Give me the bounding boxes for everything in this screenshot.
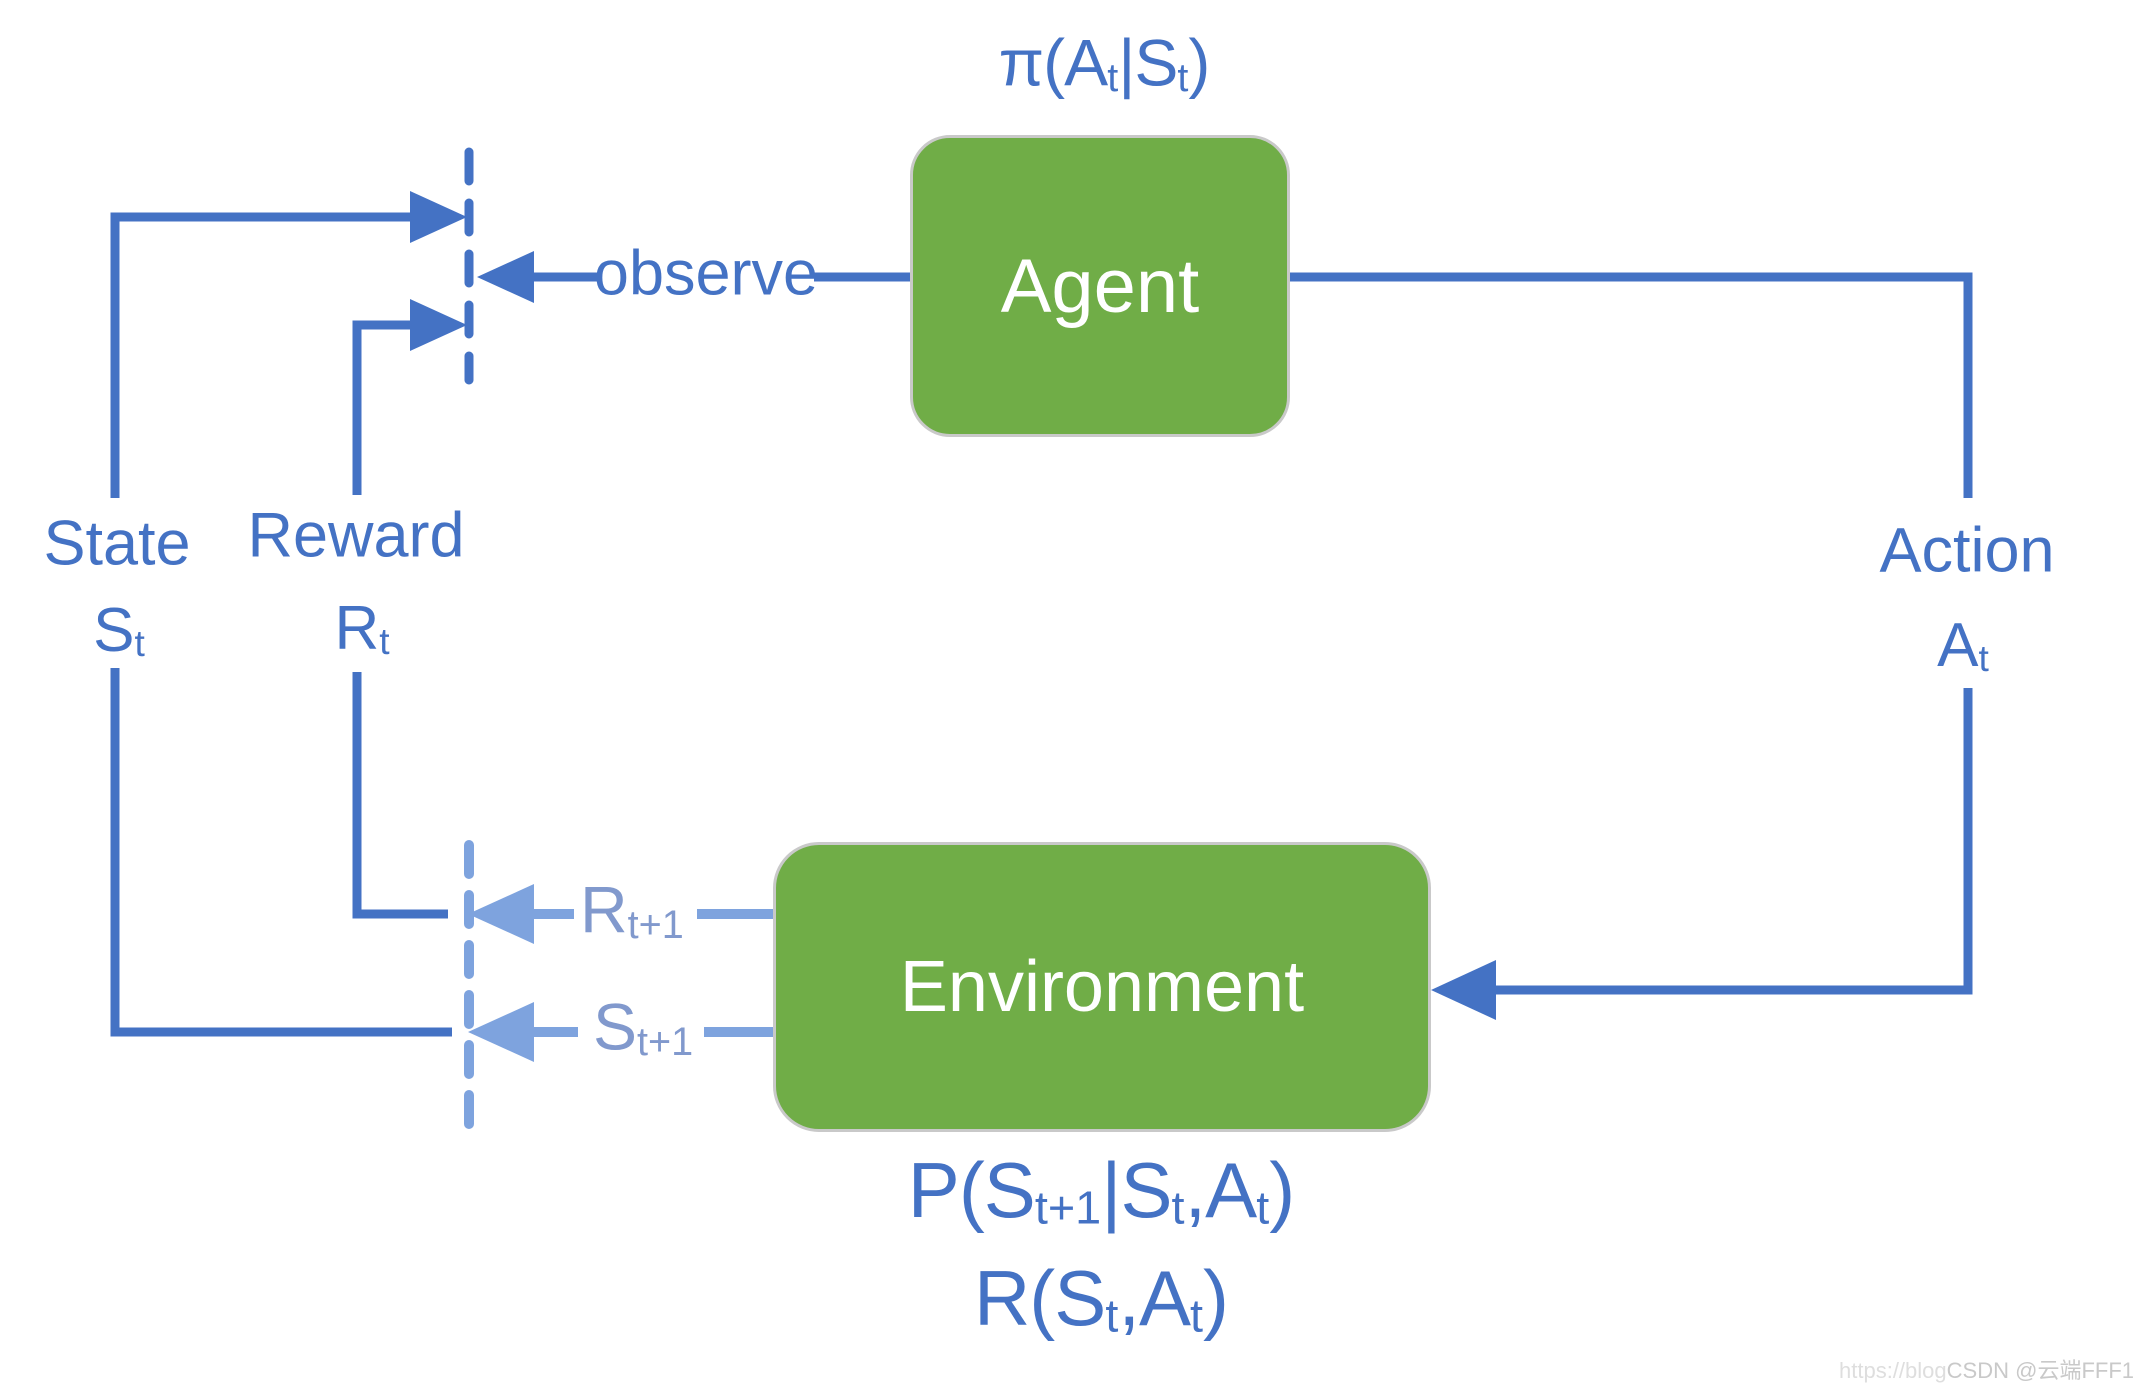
observe-arrowhead-icon	[477, 251, 534, 303]
state-connector	[110, 191, 467, 1037]
state-next-subscript: t+1	[637, 1019, 694, 1064]
state-next-symbol: St+1	[593, 993, 693, 1062]
reward-fn-part: R(S	[973, 1253, 1106, 1342]
policy-part: )	[1188, 25, 1210, 100]
state-label: State	[43, 508, 191, 579]
reward-fn-part: )	[1203, 1253, 1229, 1342]
environment-box-label: Environment	[899, 947, 1305, 1027]
transition-part: P(S	[907, 1145, 1036, 1234]
transition-part: |S	[1101, 1145, 1172, 1234]
reward-symbol-subscript: t	[379, 620, 390, 662]
reward-symbol: Rt	[334, 597, 390, 662]
reward-fn-part: ,A	[1118, 1253, 1191, 1342]
watermark: https://blogCSDN @云端FFF1	[1839, 1353, 2134, 1385]
agent-box-label: Agent	[1000, 243, 1200, 329]
policy-subscript: t	[1177, 55, 1189, 100]
watermark-author: CSDN @云端FFF1	[1946, 1358, 2134, 1383]
reward-fn-subscript: t	[1190, 1289, 1204, 1342]
reward-next-connector	[468, 884, 775, 944]
reward-next-subscript: t+1	[627, 902, 684, 947]
reward-next-symbol: Rt+1	[580, 876, 684, 945]
state-symbol: St	[93, 599, 145, 664]
state-arrowhead-icon	[410, 191, 467, 243]
transition-part: )	[1269, 1145, 1295, 1234]
policy-formula: π(At|St)	[999, 29, 1211, 100]
action-symbol-subscript: t	[1978, 637, 1989, 679]
state-next-base: S	[593, 989, 638, 1064]
transition-subscript: t	[1256, 1181, 1270, 1234]
environment-box: Environment	[773, 842, 1431, 1132]
reward-arrowhead-icon	[410, 299, 467, 351]
state-symbol-subscript: t	[134, 622, 145, 664]
transition-subscript: t+1	[1034, 1181, 1102, 1234]
policy-part: π(A	[998, 25, 1109, 100]
state-symbol-base: S	[93, 595, 135, 665]
reward-fn-subscript: t	[1105, 1289, 1119, 1342]
agent-box: Agent	[910, 135, 1290, 437]
transition-part: ,A	[1184, 1145, 1258, 1234]
action-symbol: At	[1937, 614, 1989, 679]
reward-label: Reward	[247, 500, 465, 571]
reward-symbol-base: R	[334, 593, 380, 663]
observe-connector	[477, 251, 910, 303]
reward-next-arrowhead-icon	[468, 884, 534, 944]
observe-label: observe	[593, 238, 819, 309]
transition-formula: P(St+1|St,At)	[908, 1151, 1295, 1234]
transition-subscript: t	[1171, 1181, 1185, 1234]
policy-part: |S	[1118, 25, 1178, 100]
reward-function-formula: R(St,At)	[974, 1259, 1229, 1342]
action-connector	[1290, 272, 1973, 1020]
reward-next-base: R	[580, 872, 628, 947]
state-next-connector	[468, 1002, 775, 1062]
watermark-url: https://blog	[1839, 1358, 1947, 1383]
action-symbol-base: A	[1937, 610, 1979, 680]
reward-connector	[352, 299, 467, 919]
action-arrowhead-icon	[1431, 960, 1496, 1020]
action-label: Action	[1879, 515, 2055, 586]
policy-subscript: t	[1107, 55, 1119, 100]
state-next-arrowhead-icon	[468, 1002, 534, 1062]
